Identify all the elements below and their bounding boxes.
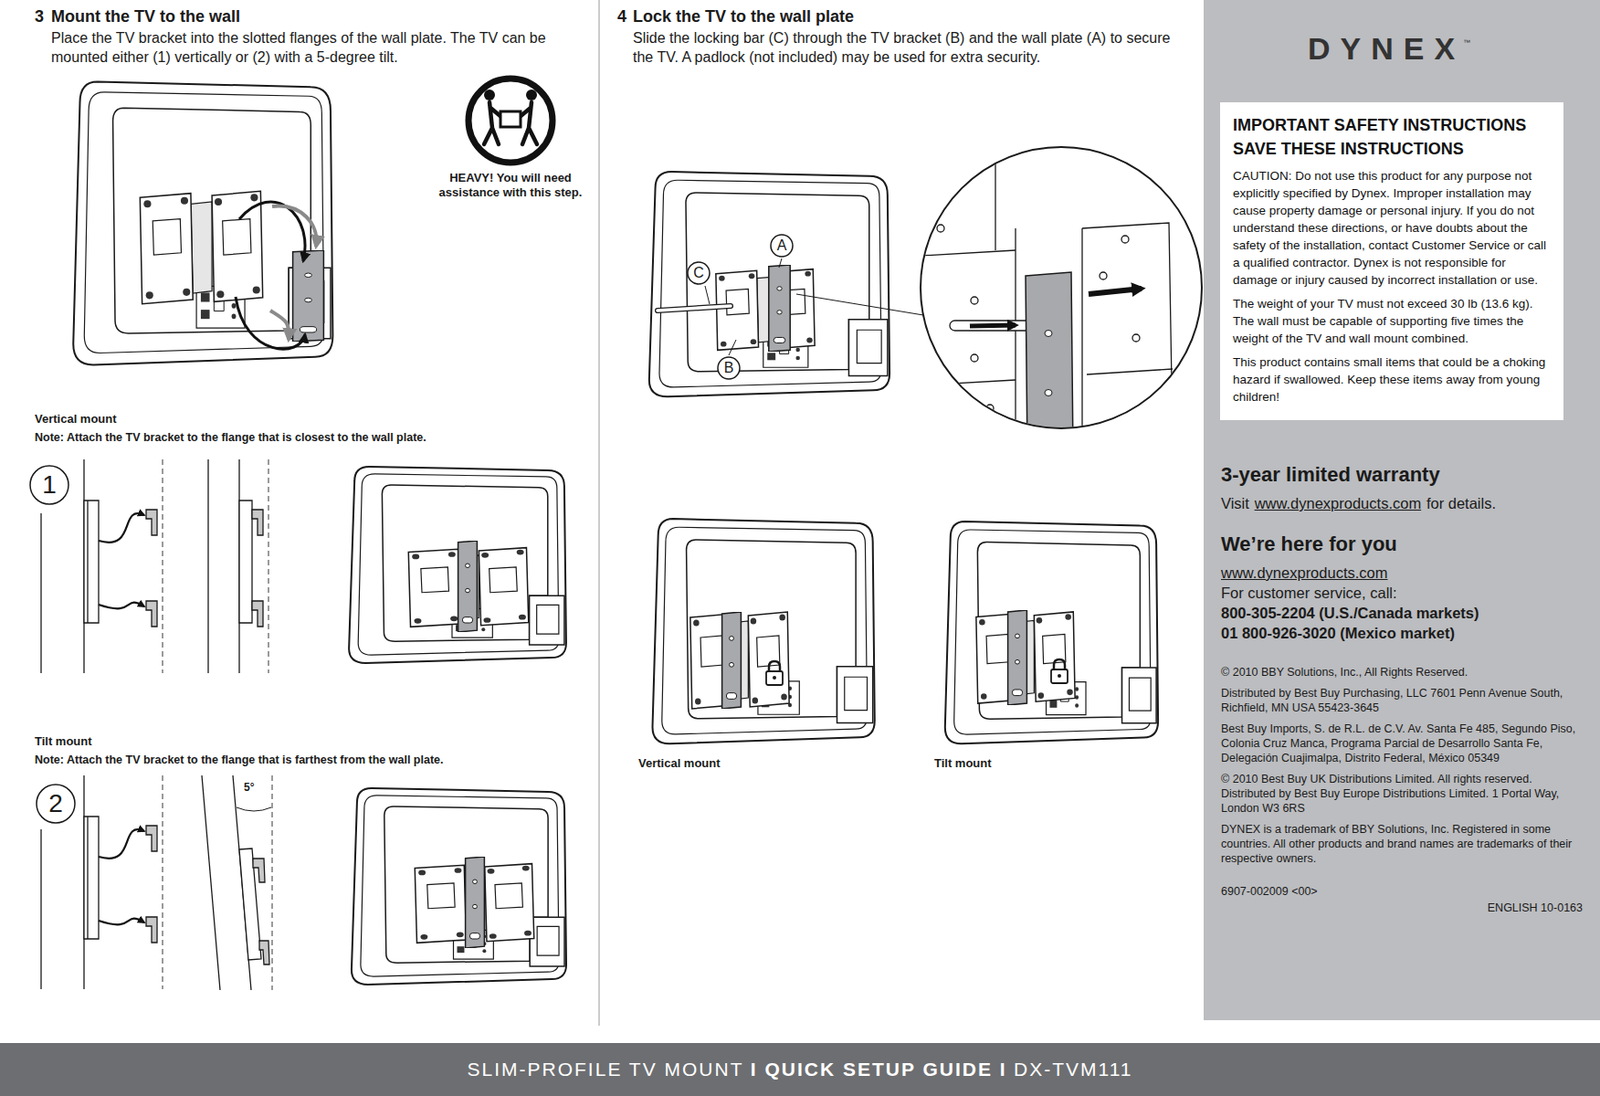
text-line: © 2010 BBY Solutions, Inc., All Rights R… — [1221, 664, 1583, 680]
panel-text: Best Buy Imports, S. de R.L. de C.V. Av.… — [1221, 722, 1576, 765]
text-line: B — [724, 359, 735, 377]
part-callout: A — [769, 233, 794, 258]
panel-text: 6907-002009 <00> — [1221, 884, 1318, 898]
text-line: DYNEX is a trademark of BBY Solutions, I… — [1221, 821, 1583, 866]
figure-caption: Tilt mount — [934, 756, 992, 771]
band-text: I QUICK SETUP GUIDE I — [750, 1058, 1008, 1080]
text-line: 6907-002009 <00> — [1221, 884, 1583, 899]
text-line: Visitwww.dynexproducts.comfor details. — [1221, 493, 1583, 514]
panel-text: ™ — [1463, 38, 1471, 47]
text-line: Distributed by Best Buy Purchasing, LLC … — [1221, 685, 1583, 716]
text-line: © 2010 Best Buy UK Distributions Limited… — [1221, 771, 1583, 816]
panel-text: Visit — [1221, 494, 1250, 512]
callout-circle: 1 — [29, 464, 70, 506]
text-line: For customer service, call: — [1221, 582, 1583, 603]
step-text: Place the TV bracket into the slotted fl… — [51, 28, 590, 67]
callout-outline — [36, 784, 75, 823]
callout-text: A — [777, 237, 788, 253]
callout-circle: 2 — [35, 783, 76, 824]
part-callout: B — [716, 356, 741, 380]
info-panel: DYNEX™3-year limited warrantyVisitwww.dy… — [1203, 0, 1600, 1021]
safety-text: SAVE THESE INSTRUCTIONS — [1232, 139, 1464, 158]
text-line: C — [693, 264, 705, 282]
callout-outline — [717, 357, 740, 379]
safety-text: IMPORTANT SAFETY INSTRUCTIONS — [1232, 115, 1527, 135]
text-line: 01 800-926-3020 (Mexico market) — [1221, 622, 1583, 643]
band-text: DX-TVM111 — [1013, 1058, 1133, 1080]
title-band: SLIM-PROFILE TV MOUNTI QUICK SETUP GUIDE… — [0, 1042, 1600, 1096]
part-callout: C — [686, 261, 711, 285]
panel-text: Distributed by Best Buy Purchasing, LLC … — [1221, 686, 1563, 715]
safety-text: The weight of your TV must not exceed 30… — [1232, 296, 1533, 346]
panel-text: DYNEX — [1307, 31, 1465, 66]
panel-text: 01 800-926-3020 (Mexico market) — [1221, 624, 1455, 642]
panel-text: ENGLISH 10-0163 — [1487, 901, 1583, 915]
mount-note: Note: Attach the TV bracket to the flang… — [34, 752, 594, 768]
text-line: SLIM-PROFILE TV MOUNTI QUICK SETUP GUIDE… — [0, 1042, 1600, 1096]
text-line: We’re here for you — [1221, 531, 1583, 558]
text-line: DYNEX — [1256, 31, 1516, 67]
step-text: Slide the locking bar (C) through the TV… — [632, 28, 1195, 67]
mount-title: Vertical mount — [34, 411, 117, 427]
callout-text: C — [693, 264, 705, 281]
warning-caption: HEAVY! You will need assistance with thi… — [419, 170, 602, 200]
step-number: 3 — [34, 6, 44, 27]
text-line: www.dynexproducts.com — [1221, 562, 1583, 583]
panel-text: for details. — [1426, 494, 1496, 512]
step-title: Mount the TV to the wall — [51, 6, 241, 27]
text-line: A — [777, 237, 788, 254]
angle-label: 5° — [243, 780, 254, 794]
text-line: CAUTION: Do not use this product for any… — [1232, 167, 1551, 289]
safety-box: IMPORTANT SAFETY INSTRUCTIONS SAVE THESE … — [1220, 102, 1564, 421]
panel-text: For customer service, call: — [1221, 584, 1398, 601]
callout-outline — [687, 262, 710, 285]
callout-text: B — [724, 359, 735, 376]
band-text: SLIM-PROFILE TV MOUNT — [467, 1058, 745, 1080]
safety-text: This product contains small items that c… — [1232, 355, 1546, 404]
text-line: The weight of your TV must not exceed 30… — [1232, 294, 1551, 348]
safety-text: CAUTION: Do not use this product for any… — [1232, 168, 1547, 287]
panel-text: 800-305-2204 (U.S./Canada markets) — [1221, 604, 1479, 622]
callout-text: 1 — [42, 470, 57, 499]
panel-text: 3-year limited warranty — [1221, 463, 1441, 486]
panel-text: www.dynexproducts.com — [1221, 564, 1389, 581]
panel-text: DYNEX is a trademark of BBY Solutions, I… — [1221, 822, 1572, 865]
text-line: 800-305-2204 (U.S./Canada markets) — [1221, 602, 1583, 623]
mount-title: Tilt mount — [34, 734, 93, 749]
text-line: ™ — [1463, 38, 1471, 47]
text-line: ENGLISH 10-0163 — [1221, 900, 1583, 916]
figure-caption: Vertical mount — [638, 756, 721, 771]
step-number: 4 — [617, 6, 627, 27]
text-line: 1 — [42, 471, 57, 499]
panel-text: We’re here for you — [1221, 532, 1398, 556]
callout-outline — [30, 465, 69, 505]
callout-outline — [770, 234, 793, 257]
text-line: IMPORTANT SAFETY INSTRUCTIONS — [1232, 113, 1551, 137]
panel-text: © 2010 Best Buy UK Distributions Limited… — [1221, 772, 1559, 815]
text-line: 3-year limited warranty — [1221, 462, 1583, 488]
text-line: Best Buy Imports, S. de R.L. de C.V. Av.… — [1221, 721, 1583, 766]
text-line: 2 — [48, 789, 64, 818]
text-line: This product contains small items that c… — [1232, 353, 1551, 406]
panel-text: www.dynexproducts.com — [1254, 494, 1422, 512]
text-line: SAVE THESE INSTRUCTIONS — [1232, 136, 1551, 161]
text-column: 3-year limited warrantyVisitwww.dynexpro… — [1221, 462, 1583, 916]
callout-text: 2 — [48, 789, 64, 818]
mount-note: Note: Attach the TV bracket to the flang… — [34, 430, 594, 445]
step-title: Lock the TV to the wall plate — [632, 6, 854, 27]
panel-text: © 2010 BBY Solutions, Inc., All Rights R… — [1221, 665, 1468, 679]
